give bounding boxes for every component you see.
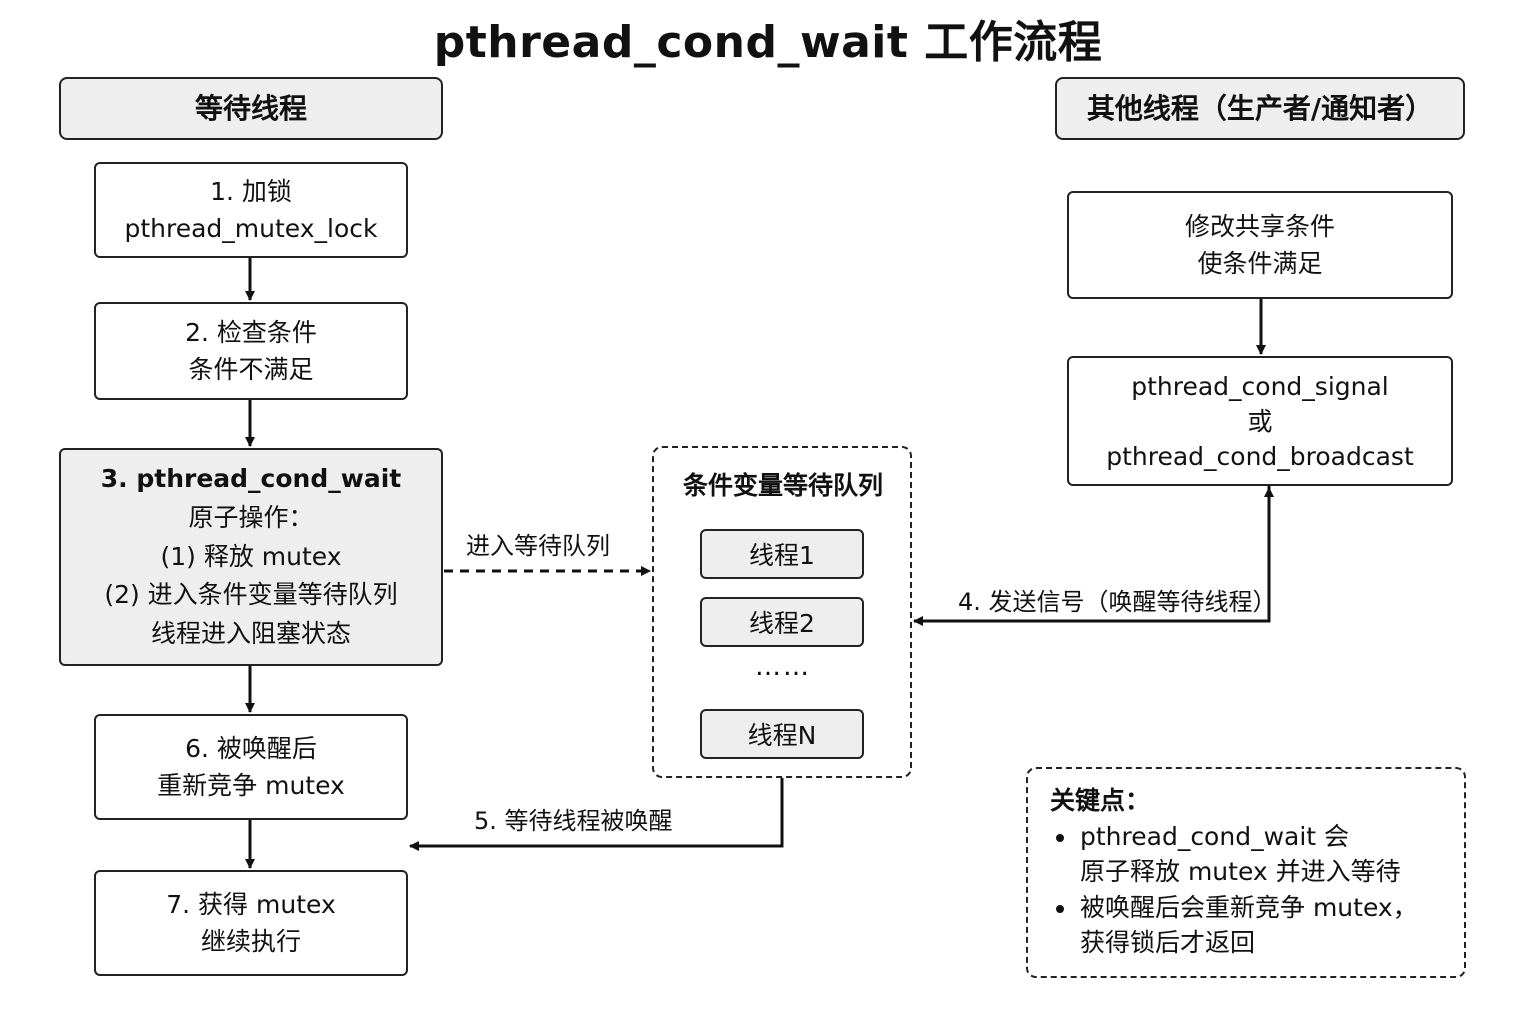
step-2-check-condition: 2. 检查条件 条件不满足 bbox=[94, 302, 408, 400]
modify-condition-detail: 使条件满足 bbox=[1197, 249, 1323, 278]
step-7-title: 7. 获得 mutex bbox=[166, 889, 336, 919]
step-2-detail: 条件不满足 bbox=[188, 355, 314, 384]
key-points-title: 关键点： bbox=[1050, 786, 1151, 815]
arrow-send-signal-to-queue bbox=[913, 486, 1271, 626]
edge-label-enter-queue: 进入等待队列 bbox=[466, 532, 610, 560]
key-point-2: 被唤醒后会重新竞争 mutex， 获得锁后才返回 bbox=[1050, 890, 1444, 961]
queue-ellipsis: …… bbox=[755, 652, 811, 682]
queue-thread-1-label: 线程1 bbox=[749, 541, 815, 570]
key-point-1-line-2: 原子释放 mutex 并进入等待 bbox=[1080, 857, 1401, 886]
step-1-title: 1. 加锁 bbox=[210, 176, 292, 206]
step-3-blocked: 线程进入阻塞状态 bbox=[150, 619, 351, 649]
key-point-1-line-1: pthread_cond_wait 会 bbox=[1080, 821, 1350, 851]
step-2-title: 2. 检查条件 bbox=[185, 317, 317, 347]
page-title: pthread_cond_wait 工作流程 bbox=[433, 17, 1103, 68]
step-3-atomic: 原子操作： bbox=[188, 502, 314, 532]
key-point-1: pthread_cond_wait 会 原子释放 mutex 并进入等待 bbox=[1050, 819, 1444, 890]
step-1-lock: 1. 加锁 pthread_mutex_lock bbox=[94, 162, 408, 258]
queue-thread-n-label: 线程N bbox=[747, 721, 817, 750]
signal-broadcast: pthread_cond_signal 或 pthread_cond_broad… bbox=[1067, 356, 1453, 486]
producer-thread-header-label: 其他线程（生产者/通知者） bbox=[1086, 91, 1434, 125]
broadcast-function: pthread_cond_broadcast bbox=[1106, 441, 1414, 471]
modify-condition-title: 修改共享条件 bbox=[1184, 211, 1335, 241]
signal-or: 或 bbox=[1247, 406, 1273, 436]
step-7-acquire-mutex: 7. 获得 mutex 继续执行 bbox=[94, 870, 408, 976]
step-3-enter-queue: (2) 进入条件变量等待队列 bbox=[104, 580, 398, 610]
queue-thread-2: 线程2 bbox=[700, 597, 864, 647]
step-1-function: pthread_mutex_lock bbox=[124, 214, 378, 243]
step-6-woken: 6. 被唤醒后 重新竞争 mutex bbox=[94, 714, 408, 820]
arrow-wakeup-to-step6 bbox=[409, 778, 784, 851]
step-6-detail: 重新竞争 mutex bbox=[157, 771, 345, 800]
queue-thread-1: 线程1 bbox=[700, 529, 864, 579]
edge-label-send-signal: 4. 发送信号（唤醒等待线程） bbox=[958, 588, 1277, 616]
step-3-title: 3. pthread_cond_wait bbox=[100, 464, 402, 494]
key-points-box: 关键点： pthread_cond_wait 会 原子释放 mutex 并进入等… bbox=[1026, 767, 1466, 978]
queue-thread-2-label: 线程2 bbox=[749, 609, 815, 638]
step-7-detail: 继续执行 bbox=[200, 927, 301, 956]
queue-title: 条件变量等待队列 bbox=[682, 471, 883, 500]
step-3-release-mutex: (1) 释放 mutex bbox=[160, 541, 342, 571]
key-point-2-line-1: 被唤醒后会重新竞争 mutex， bbox=[1080, 892, 1418, 922]
waiting-thread-header-label: 等待线程 bbox=[194, 91, 307, 125]
step-6-title: 6. 被唤醒后 bbox=[185, 733, 317, 763]
waiting-thread-header: 等待线程 bbox=[59, 77, 443, 140]
signal-function: pthread_cond_signal bbox=[1131, 371, 1389, 401]
key-point-2-line-2: 获得锁后才返回 bbox=[1080, 928, 1256, 957]
queue-thread-n: 线程N bbox=[700, 709, 864, 759]
producer-thread-header: 其他线程（生产者/通知者） bbox=[1055, 77, 1465, 140]
step-3-cond-wait: 3. pthread_cond_wait 原子操作： (1) 释放 mutex … bbox=[59, 448, 443, 666]
edge-label-wakeup: 5. 等待线程被唤醒 bbox=[474, 807, 673, 835]
modify-condition: 修改共享条件 使条件满足 bbox=[1067, 191, 1453, 299]
